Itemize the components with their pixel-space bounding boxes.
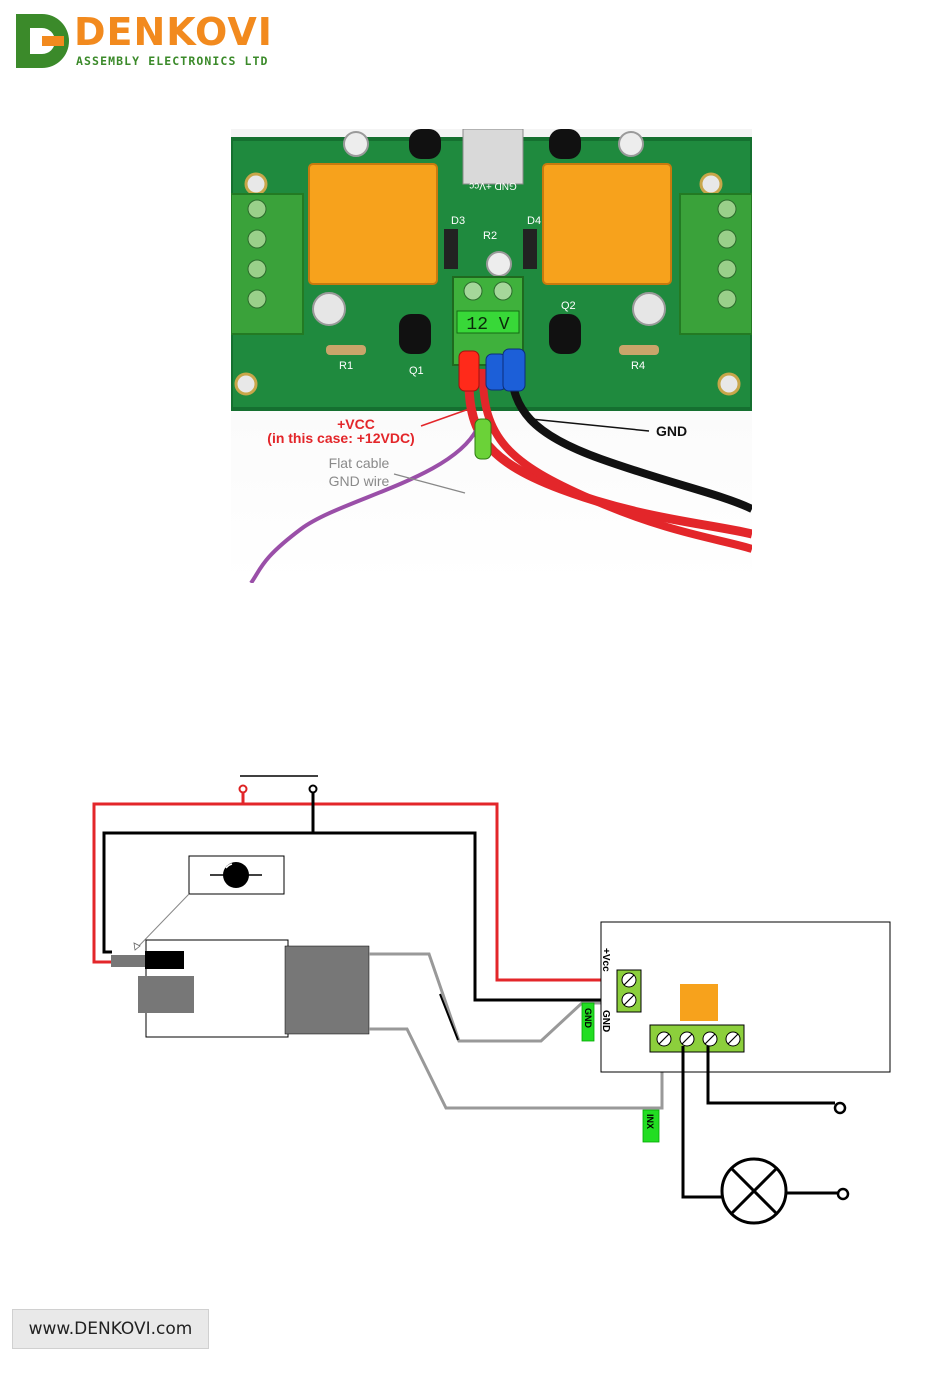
label-q2: Q2 [561,300,576,312]
label-r2: R2 [483,230,497,242]
label-d3: D3 [451,215,465,227]
website-link[interactable]: www.DENKOVI.com [12,1309,209,1349]
brand-tagline: ASSEMBLY ELECTRONICS LTD [76,54,269,68]
label-q1: Q1 [409,365,424,377]
inx-tag-label: INX [645,1114,655,1129]
vcc-pin-label: +Vcc [600,948,611,972]
flat-cable-label: Flat cable [329,455,390,471]
relay-board-outline [601,922,890,1072]
dc-plug-tip [111,955,148,967]
label-d4: D4 [527,215,541,227]
relay-icon [680,984,718,1021]
label-r1: R1 [339,360,353,372]
gnd-tag-label: GND [583,1008,593,1029]
output-terminal-top [835,1103,845,1113]
flat-cable-connector [285,946,369,1034]
gnd-label: GND [656,423,687,439]
dc-plug [145,951,184,969]
output-terminal-bottom [838,1189,848,1199]
brand-name: DENKOVI [74,10,273,54]
wiring-diagram: +Vcc GND GND INX [0,740,950,1260]
gnd-pin-label: GND [600,1010,611,1032]
vcc-supply-terminal [240,786,247,793]
dc-jack-icon [223,862,249,888]
device-block [138,976,194,1013]
flat-cable-gnd-label: GND wire [329,473,390,489]
gnd-supply-terminal [310,786,317,793]
terminal-marking: GND +Vcc [469,180,517,191]
relay-board-photo: GND +Vcc D3 D4 R2 Q1 Q2 R1 R4 12 V +VCC … [231,129,752,583]
vcc-note: (in this case: +12VDC) [267,430,414,446]
label-r4: R4 [631,360,645,372]
power-terminal-label: 12 V [466,315,509,335]
